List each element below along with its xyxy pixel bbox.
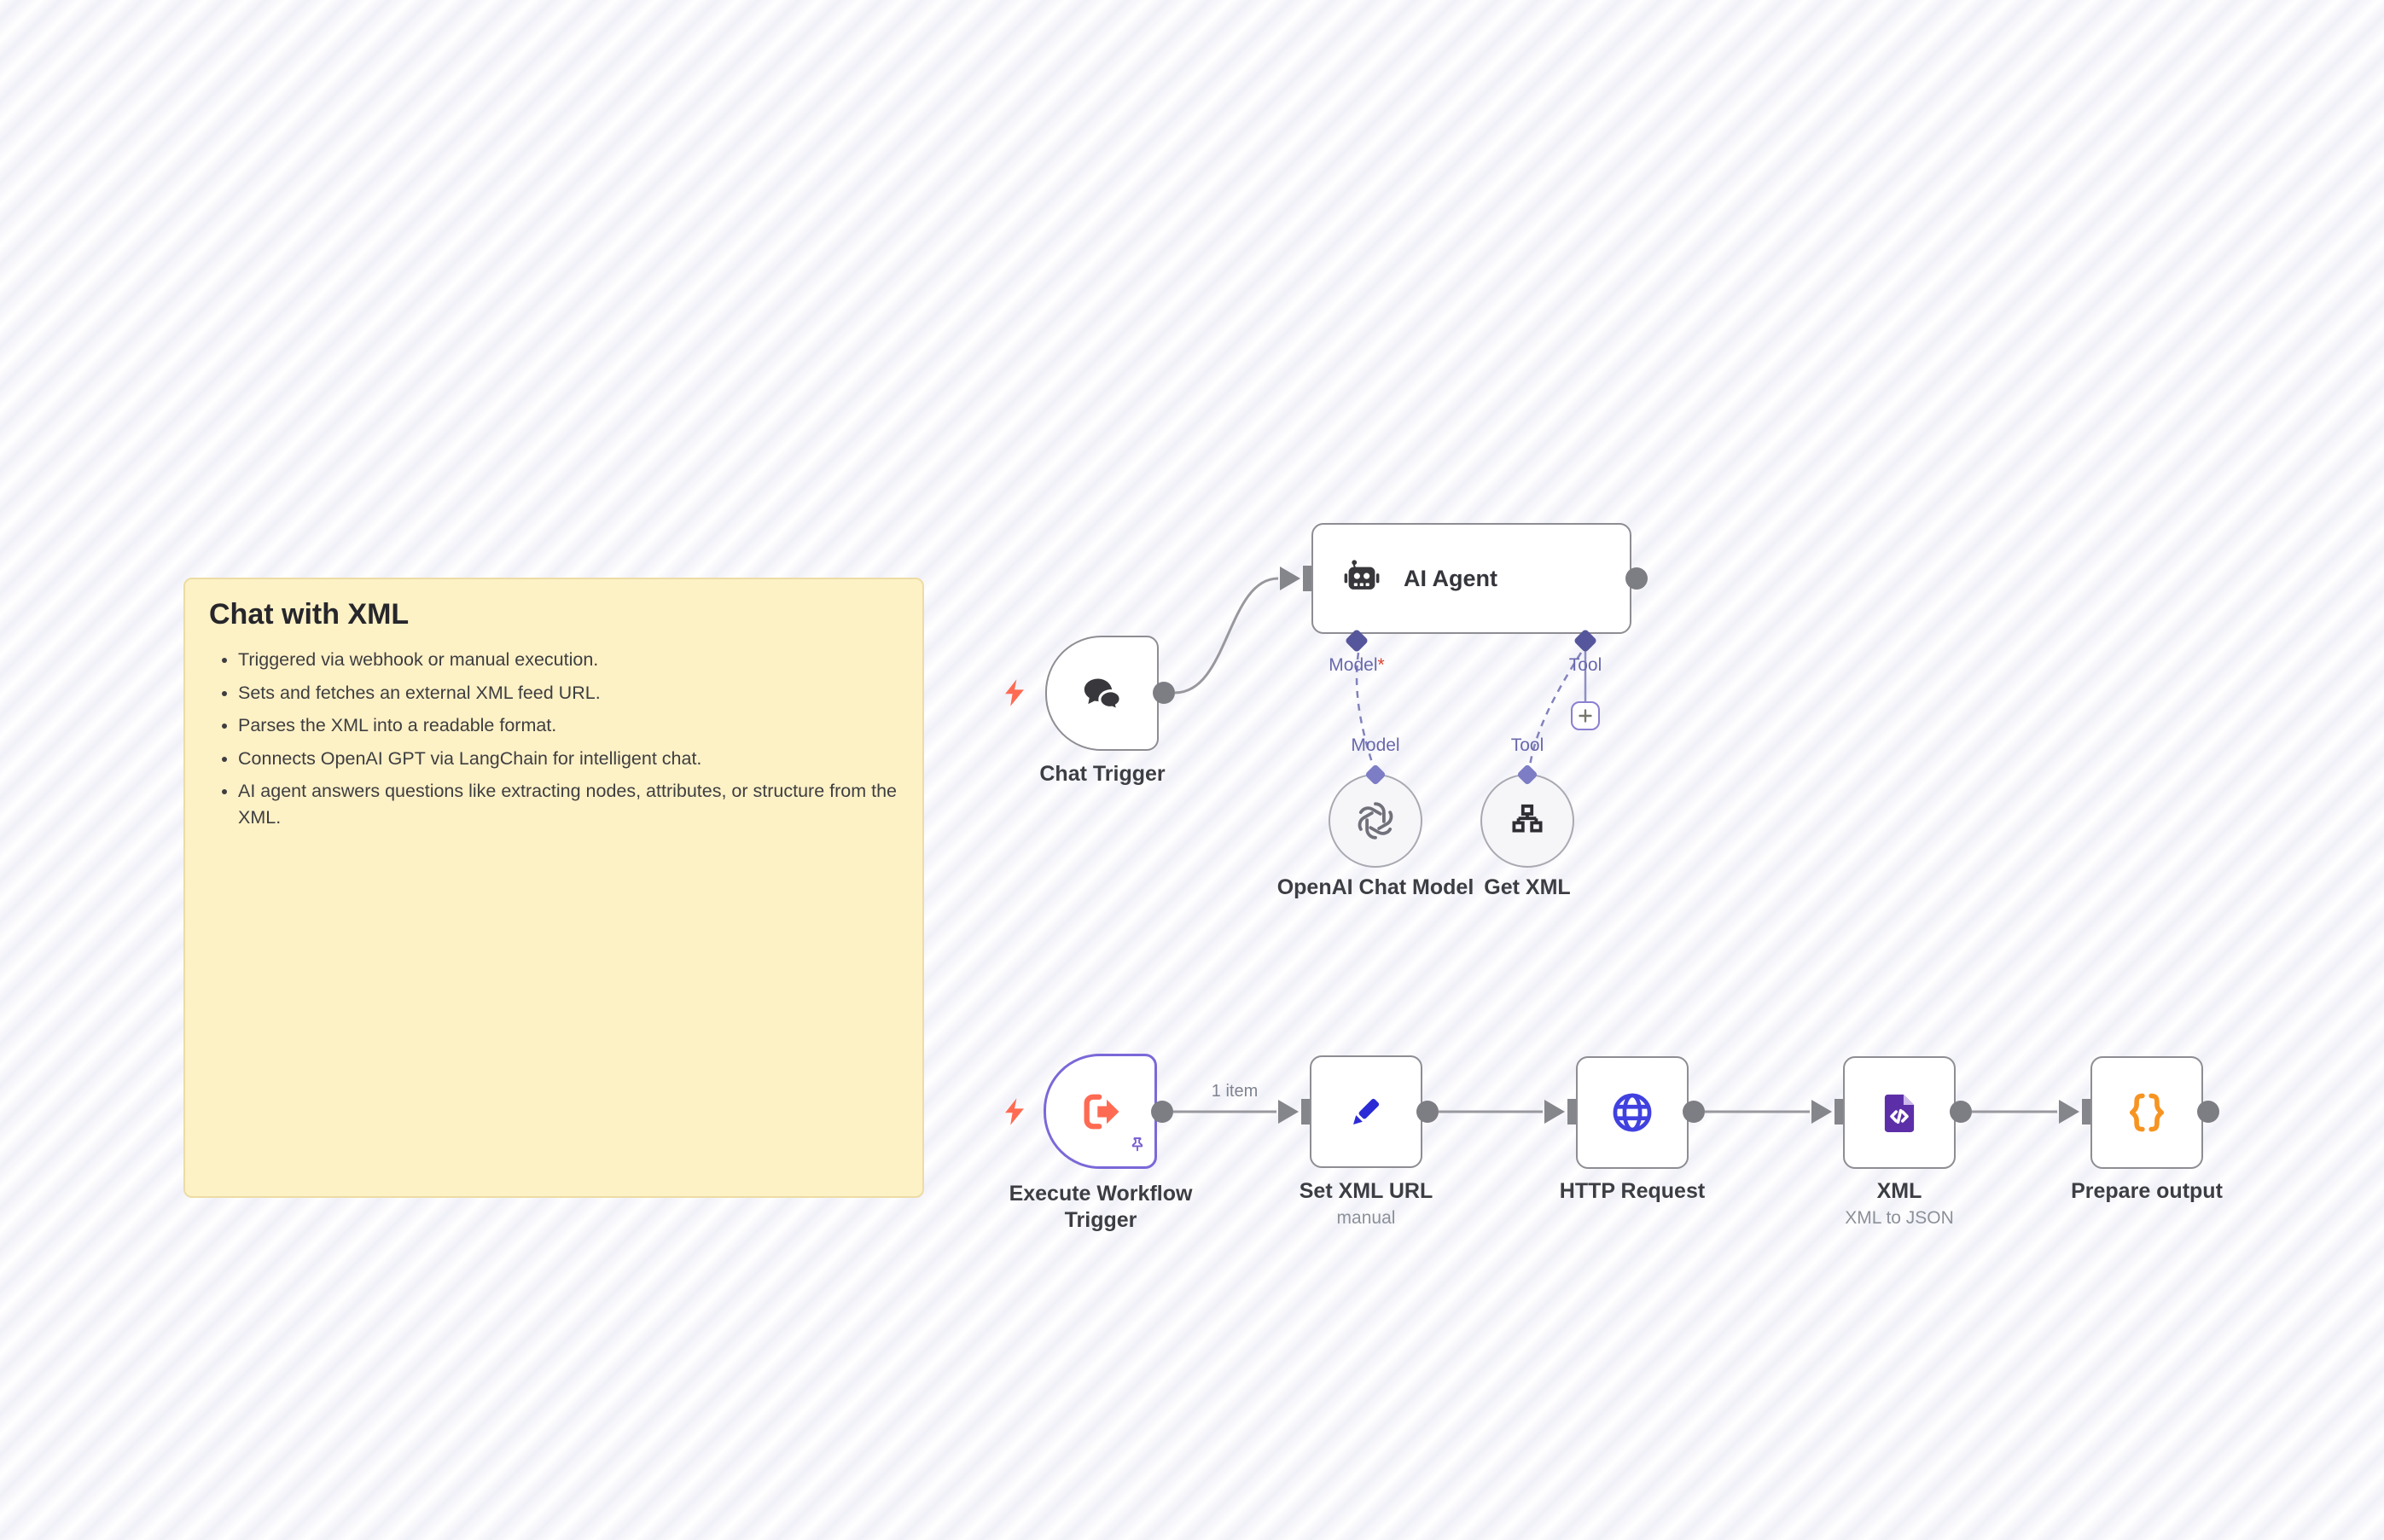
input-bar-prepare-output (2082, 1099, 2090, 1124)
node-label-openai-chat-model: OpenAI Chat Model (1276, 875, 1474, 899)
pencil-icon (1353, 1098, 1380, 1124)
node-get-xml[interactable] (1480, 774, 1574, 868)
add-tool-button[interactable] (1571, 701, 1600, 730)
lightning-icon (1003, 678, 1026, 712)
code-file-icon (1884, 1094, 1915, 1132)
node-openai-chat-model[interactable] (1329, 774, 1422, 868)
node-label-prepare-output: Prepare output (2071, 1179, 2223, 1203)
output-port-ai-agent[interactable] (1625, 567, 1648, 590)
lightning-icon (1003, 1097, 1026, 1130)
node-http-request[interactable] (1576, 1056, 1689, 1169)
globe-icon (1613, 1093, 1652, 1132)
node-label-set-xml-url: Set XML URL (1299, 1179, 1433, 1203)
input-arrow-ai-agent (1280, 567, 1300, 590)
output-port-prepare-output[interactable] (2197, 1101, 2219, 1123)
input-bar-http-request (1567, 1099, 1576, 1124)
node-title-ai-agent: AI Agent (1404, 565, 1497, 591)
sign-out-arrow-icon (1084, 1094, 1119, 1129)
input-arrow-set-xml-url (1278, 1100, 1299, 1124)
sticky-note[interactable]: Chat with XML Triggered via webhook or m… (183, 578, 924, 1198)
node-ai-agent[interactable]: AI Agent (1311, 523, 1631, 634)
sticky-bullet: AI agent answers questions like extracti… (238, 778, 898, 830)
node-label-get-xml: Get XML (1484, 875, 1571, 899)
sitemap-icon (1512, 804, 1543, 833)
output-port-http-request[interactable] (1683, 1101, 1705, 1123)
output-port-set-xml-url[interactable] (1416, 1101, 1439, 1123)
output-port-xml[interactable] (1950, 1101, 1972, 1123)
sticky-bullet: Triggered via webhook or manual executio… (238, 647, 898, 673)
chat-icon (1084, 677, 1122, 712)
connection-agent-to-model[interactable] (1355, 652, 1375, 766)
node-sublabel-xml: XML to JSON (1845, 1208, 1954, 1228)
node-label-execute-workflow-trigger: Execute Workflow Trigger (1009, 1182, 1193, 1233)
node-chat-trigger[interactable] (1045, 636, 1159, 751)
node-set-xml-url[interactable] (1310, 1055, 1422, 1168)
node-xml[interactable] (1843, 1056, 1956, 1169)
input-arrow-http-request (1544, 1100, 1565, 1124)
output-port-chat-trigger[interactable] (1153, 682, 1175, 704)
node-sublabel-set-xml-url: manual (1336, 1208, 1396, 1228)
sticky-note-title: Chat with XML (209, 598, 410, 631)
model-connection-label: Model (1351, 735, 1400, 755)
node-label-chat-trigger: Chat Trigger (1039, 762, 1166, 786)
output-port-execute-trigger[interactable] (1151, 1101, 1173, 1123)
connection-items-label: 1 item (1211, 1082, 1259, 1101)
input-bar-ai-agent (1303, 566, 1311, 591)
pushpin-icon (1125, 1135, 1149, 1163)
sticky-bullet: Connects OpenAI GPT via LangChain for in… (238, 746, 898, 772)
sticky-bullet-list: Triggered via webhook or manual executio… (209, 647, 898, 830)
plus-icon (1579, 709, 1592, 723)
input-bar-set-xml-url (1301, 1099, 1310, 1124)
node-prepare-output[interactable] (2090, 1056, 2203, 1169)
input-arrow-prepare-output (2059, 1100, 2079, 1124)
input-bar-xml (1835, 1099, 1843, 1124)
connection-chat-to-agent[interactable] (1174, 577, 1279, 694)
node-label-xml: XML (1876, 1179, 1922, 1203)
input-arrow-xml (1811, 1100, 1832, 1124)
robot-icon (1344, 560, 1380, 590)
connection-agent-to-tool[interactable] (1528, 652, 1583, 766)
node-label-http-request: HTTP Request (1559, 1179, 1706, 1203)
agent-tool-port-label: Tool (1568, 655, 1602, 675)
tool-connection-label: Tool (1510, 735, 1544, 755)
openai-icon (1358, 802, 1393, 840)
agent-model-port-label: Model* (1329, 655, 1385, 675)
curly-braces-icon (2129, 1093, 2165, 1132)
sticky-bullet: Sets and fetches an external XML feed UR… (238, 680, 898, 706)
sticky-bullet: Parses the XML into a readable format. (238, 712, 898, 739)
